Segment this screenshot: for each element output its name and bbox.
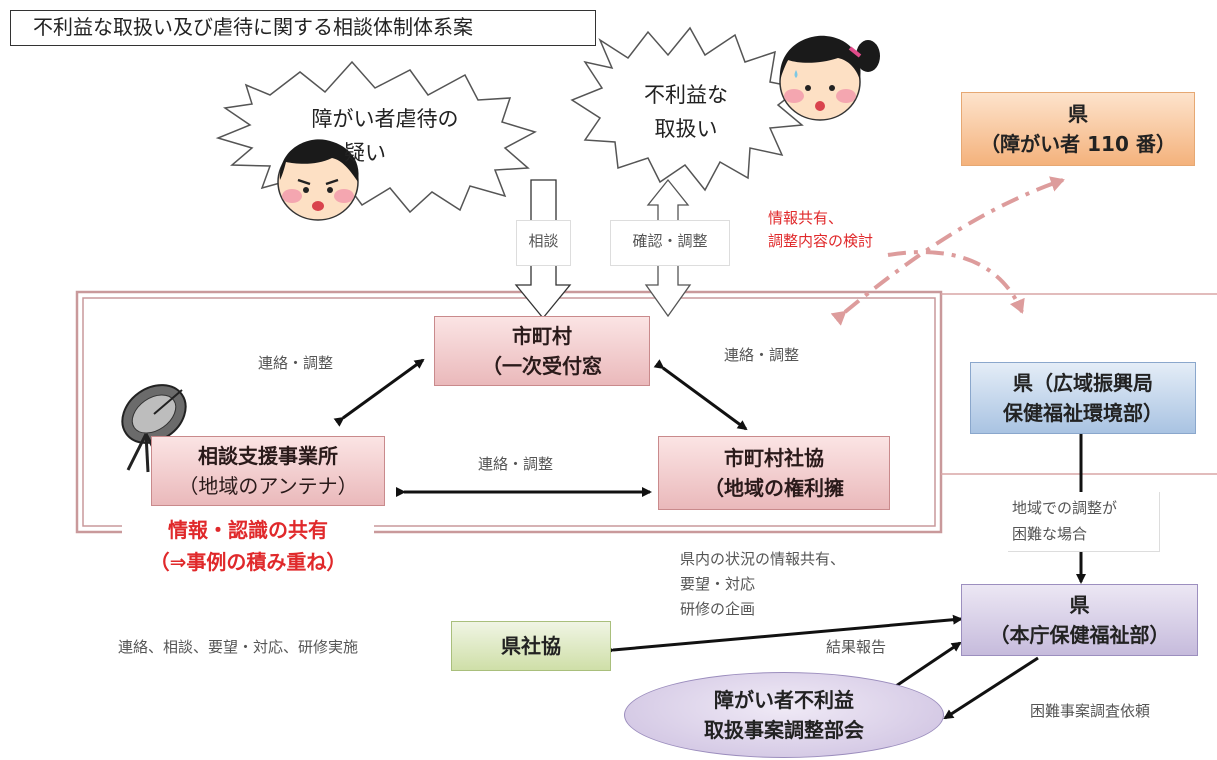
link-committee-hq — [892, 641, 962, 690]
node-committee-line1: 障がい者不利益 — [714, 688, 854, 712]
page-title: 不利益な取扱い及び虐待に関する相談体制体系案 — [10, 10, 596, 46]
node-pref-110: 県 （障がい者 110 番） — [961, 92, 1195, 166]
node-pref-welfare: 県社協 — [451, 621, 611, 671]
node-pref-hq: 県 （本庁保健福祉部） — [961, 584, 1198, 656]
sharing-note: 情報・認識の共有 （⇒事例の積み重ね） — [122, 510, 374, 582]
worried-face-girl-icon — [779, 35, 880, 121]
outer-frame — [75, 290, 943, 534]
label-pref-sharing: 県内の状況の情報共有、 要望・対応 研修の企画 — [680, 547, 845, 622]
node-committee-line2: 取扱事案調整部会 — [704, 718, 864, 742]
label-bottom-coord: 連絡・調整 — [478, 455, 554, 473]
node-pref-regional-line2: 保健福祉環境部） — [1003, 401, 1163, 425]
sharing-note-line1: 情報・認識の共有 — [168, 518, 328, 542]
node-pref-110-line1: 県 — [1068, 102, 1088, 126]
abuse-bubble-text: 障がい者虐待の 疑い — [300, 102, 470, 170]
disadvantage-bubble-line1: 不利益な — [644, 83, 728, 107]
disadvantage-bubble-text: 不利益な 取扱い — [626, 78, 746, 146]
node-support-office-line1: 相談支援事業所 — [198, 444, 338, 468]
sharing-note-line2: （⇒事例の積み重ね） — [149, 550, 347, 574]
disadvantage-bubble — [570, 26, 804, 192]
node-pref-hq-line2: （本庁保健福祉部） — [989, 623, 1170, 647]
node-pref-regional-line1: 県（広域振興局 — [1013, 371, 1153, 395]
node-municipal-welfare-line2: （地域の権利擁 — [704, 476, 844, 500]
info-share-arrow-down — [887, 250, 1025, 314]
label-regional-difficult-line2: 困難な場合 — [1012, 525, 1088, 543]
label-welfare-tasks: 連絡、相談、要望・対応、研修実施 — [118, 638, 359, 656]
node-municipality-line2: （一次受付窓 — [482, 354, 602, 378]
node-pref-hq-line1: 県 — [1069, 593, 1090, 617]
info-share-label: 情報共有、 調整内容の検討 — [768, 207, 874, 253]
node-support-office: 相談支援事業所 （地域のアンテナ） — [151, 436, 385, 506]
label-pref-sharing-line1: 県内の状況の情報共有、 — [680, 550, 846, 568]
confirm-label: 確認・調整 — [610, 220, 730, 266]
label-left-coord: 連絡・調整 — [258, 354, 334, 372]
node-municipal-welfare-line1: 市町村社協 — [724, 446, 824, 470]
label-right-coord: 連絡・調整 — [724, 346, 800, 364]
label-result-report: 結果報告 — [826, 638, 887, 656]
link-support-municipality — [333, 358, 425, 427]
node-support-office-line2: （地域のアンテナ） — [178, 474, 358, 498]
worried-face-boy-icon — [277, 139, 359, 221]
label-regional-difficult-line1: 地域での調整が — [1012, 499, 1118, 517]
node-pref-welfare-label: 県社協 — [501, 634, 561, 658]
antenna-icon — [121, 384, 187, 473]
link-hq-committee — [943, 656, 1039, 720]
node-pref-110-line2: （障がい者 110 番） — [980, 132, 1176, 156]
info-share-line1: 情報共有、 — [768, 209, 844, 227]
consult-label: 相談 — [516, 220, 571, 266]
node-pref-regional: 県（広域振興局 保健福祉環境部） — [970, 362, 1196, 434]
disadvantage-bubble-line2: 取扱い — [654, 117, 718, 141]
label-difficult-request: 困難事案調査依頼 — [1030, 702, 1151, 720]
label-pref-sharing-line3: 研修の企画 — [680, 600, 756, 618]
label-regional-difficult: 地域での調整が 困難な場合 — [1008, 492, 1160, 552]
node-committee: 障がい者不利益 取扱事案調整部会 — [624, 672, 944, 758]
node-municipality: 市町村 （一次受付窓 — [434, 316, 650, 386]
node-municipal-welfare: 市町村社協 （地域の権利擁 — [658, 436, 890, 510]
link-municipality-welfare — [653, 359, 748, 431]
label-pref-sharing-line2: 要望・対応 — [680, 575, 756, 593]
abuse-bubble-line2: 疑い — [344, 141, 386, 165]
abuse-bubble-line1: 障がい者虐待の — [311, 107, 459, 131]
inner-frame — [82, 297, 936, 527]
info-share-line2: 調整内容の検討 — [768, 232, 874, 250]
link-welfare-hq — [604, 614, 963, 656]
node-municipality-line1: 市町村 — [512, 324, 572, 348]
